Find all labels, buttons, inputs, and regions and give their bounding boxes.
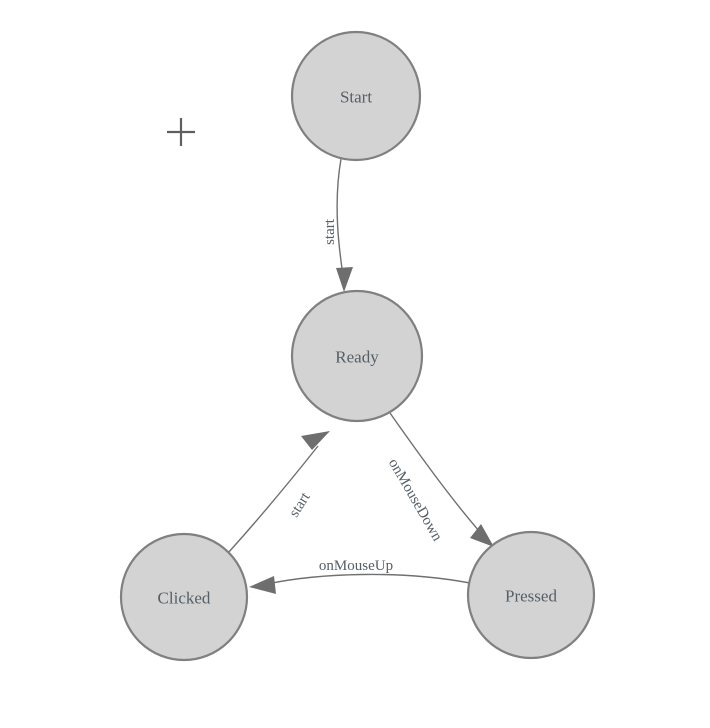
state-circle-clicked xyxy=(119,532,249,662)
edge-label-clicked-to-ready: start xyxy=(286,489,314,520)
state-circle-ready xyxy=(290,289,424,423)
state-label-clicked: Clicked xyxy=(158,589,211,608)
state-label-start: Start xyxy=(340,88,372,107)
state-label-pressed: Pressed xyxy=(505,587,557,606)
arrowhead-pressed xyxy=(470,524,494,547)
edge-clicked-to-ready[interactable]: start xyxy=(227,431,330,554)
edge-label-on-mouse-down: onMouseDown xyxy=(385,456,445,545)
state-label-ready: Ready xyxy=(335,348,379,367)
edge-pressed-to-clicked[interactable]: onMouseUp xyxy=(249,558,471,594)
edge-label-on-mouse-up: onMouseUp xyxy=(319,558,393,574)
state-node-ready[interactable]: Ready xyxy=(290,289,424,423)
state-node-clicked[interactable]: Clicked xyxy=(119,532,249,662)
arrowhead-ready-top xyxy=(336,267,353,292)
edge-ready-to-pressed[interactable]: onMouseDown xyxy=(385,412,494,547)
arrowhead-ready-bottom xyxy=(301,431,330,450)
edge-start-to-ready[interactable]: start xyxy=(322,158,353,292)
state-circle-pressed xyxy=(466,530,596,660)
arrowhead-clicked xyxy=(249,576,276,594)
edge-label-start-to-ready: start xyxy=(322,218,338,245)
state-circle-start xyxy=(290,30,422,162)
state-node-pressed[interactable]: Pressed xyxy=(466,530,596,660)
state-node-start[interactable]: Start xyxy=(290,30,422,162)
crosshair-icon xyxy=(167,118,195,146)
